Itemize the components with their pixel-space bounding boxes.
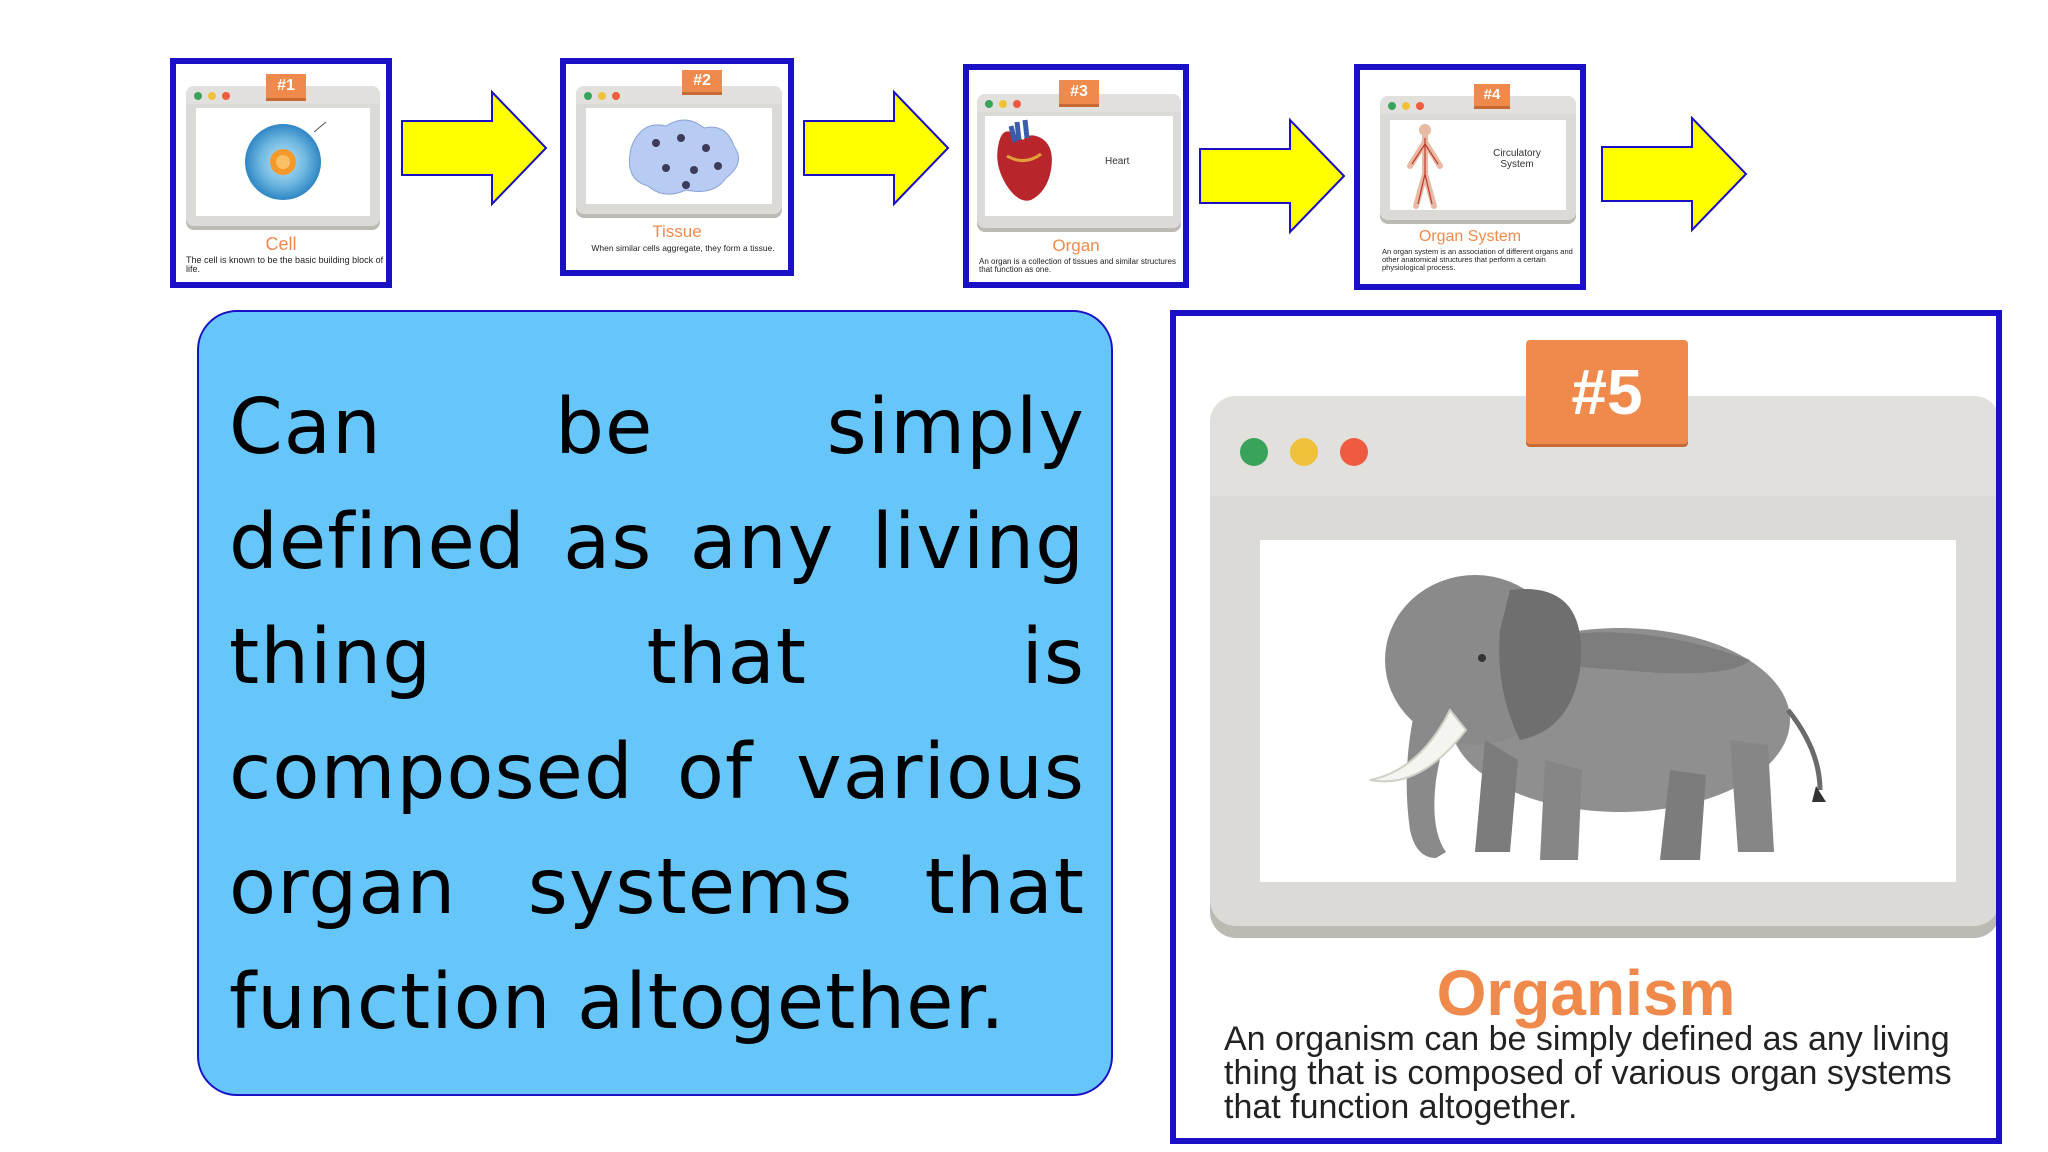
tissue-icon <box>628 119 739 195</box>
step-title: Organ <box>1052 236 1100 255</box>
arrow-right-icon <box>803 89 950 207</box>
step-card-organ-system: Circulatory System #4 Organ System An or… <box>1354 64 1586 290</box>
image-label: Heart <box>1105 156 1130 167</box>
image-area <box>1260 540 1956 882</box>
organism-card: #5 Organism An organism can be simply de… <box>1170 310 2002 1144</box>
step-card-tissue: #2 Tissue When similar cells aggregate, … <box>560 58 794 276</box>
window-frame: Circulatory System <box>1380 96 1576 220</box>
step-title: Cell <box>265 234 297 254</box>
window-frame <box>1210 396 1996 926</box>
step-card-cell: #1 Cell The cell is known to be the basi… <box>170 58 392 288</box>
step-description: An organ is a collection of tissues and … <box>979 257 1176 275</box>
window-frame <box>576 86 782 214</box>
window-frame: Heart <box>977 94 1181 228</box>
step-tag: #3 <box>1059 80 1099 104</box>
body-icon <box>1407 124 1443 209</box>
step-title: Tissue <box>652 222 702 241</box>
step-card-organ: Heart #3 Organ An organ is a collection … <box>963 64 1189 288</box>
step-tag: #2 <box>682 70 722 92</box>
definition-box: Can be simply defined as any living thin… <box>197 310 1113 1096</box>
arrow-right-icon <box>1199 117 1346 235</box>
step-description: The cell is known to be the basic buildi… <box>186 255 384 275</box>
organism-description: An organism can be simply defined as any… <box>1224 1020 1952 1126</box>
arrow-right-icon <box>401 89 548 207</box>
image-label: Circulatory System <box>1493 148 1541 170</box>
step-tag: #4 <box>1474 84 1510 106</box>
window-frame <box>186 86 380 226</box>
step-description: An organ system is an association of dif… <box>1382 247 1573 272</box>
organism-title: Organism <box>1436 957 1736 1029</box>
arrow-right-icon <box>1601 115 1748 233</box>
organism-tag: #5 <box>1526 340 1688 444</box>
definition-text: Can be simply defined as any living thin… <box>229 383 1085 1047</box>
cell-icon <box>245 121 327 200</box>
step-description: When similar cells aggregate, they form … <box>591 243 775 253</box>
step-title: Organ System <box>1418 228 1522 245</box>
step-tag: #1 <box>266 74 306 98</box>
elephant-icon <box>1369 575 1826 860</box>
heart-icon <box>997 119 1052 201</box>
